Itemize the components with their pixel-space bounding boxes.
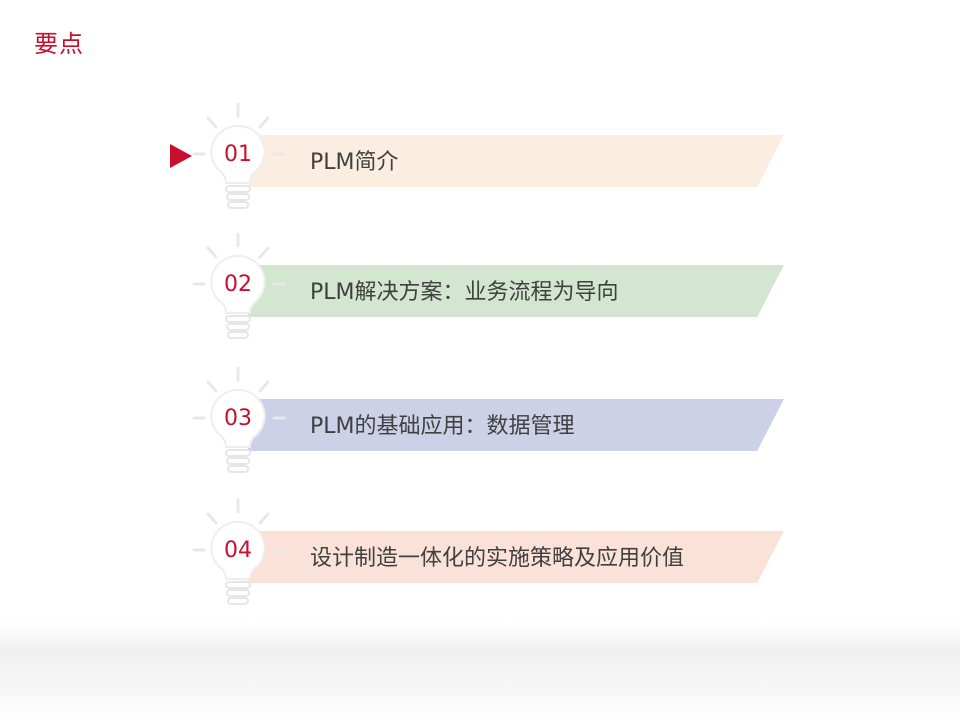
- footer-band: [0, 622, 960, 720]
- agenda-number-1: 01: [224, 142, 252, 167]
- agenda-banner-3: [248, 399, 784, 451]
- agenda-label-1: PLM简介: [310, 150, 399, 175]
- agenda-item-4[interactable]: 04 设计制造一体化的实施策略及应用价值: [0, 498, 960, 628]
- agenda-number-2: 02: [224, 272, 252, 297]
- lightbulb-icon: [192, 232, 286, 339]
- agenda-label-3: PLM的基础应用：数据管理: [310, 414, 575, 439]
- agenda-item-3[interactable]: 03 PLM的基础应用：数据管理: [0, 366, 960, 496]
- agenda-banner-1: [248, 135, 784, 187]
- agenda-label-4: 设计制造一体化的实施策略及应用价值: [310, 546, 685, 571]
- agenda-number-4: 04: [224, 538, 252, 563]
- slide-title: 要点: [34, 30, 84, 58]
- agenda-item-1[interactable]: 01 PLM简介: [0, 102, 960, 232]
- lightbulb-icon: [192, 102, 286, 209]
- lightbulb-icon: [192, 498, 286, 605]
- agenda-banner-2: [248, 265, 784, 317]
- lightbulb-icon: [192, 366, 286, 473]
- agenda-banner-4: [248, 531, 784, 583]
- current-item-arrow-icon: [170, 144, 192, 168]
- agenda-item-2[interactable]: 02 PLM解决方案：业务流程为导向: [0, 232, 960, 362]
- agenda-number-3: 03: [224, 406, 252, 431]
- agenda-label-2: PLM解决方案：业务流程为导向: [310, 280, 619, 305]
